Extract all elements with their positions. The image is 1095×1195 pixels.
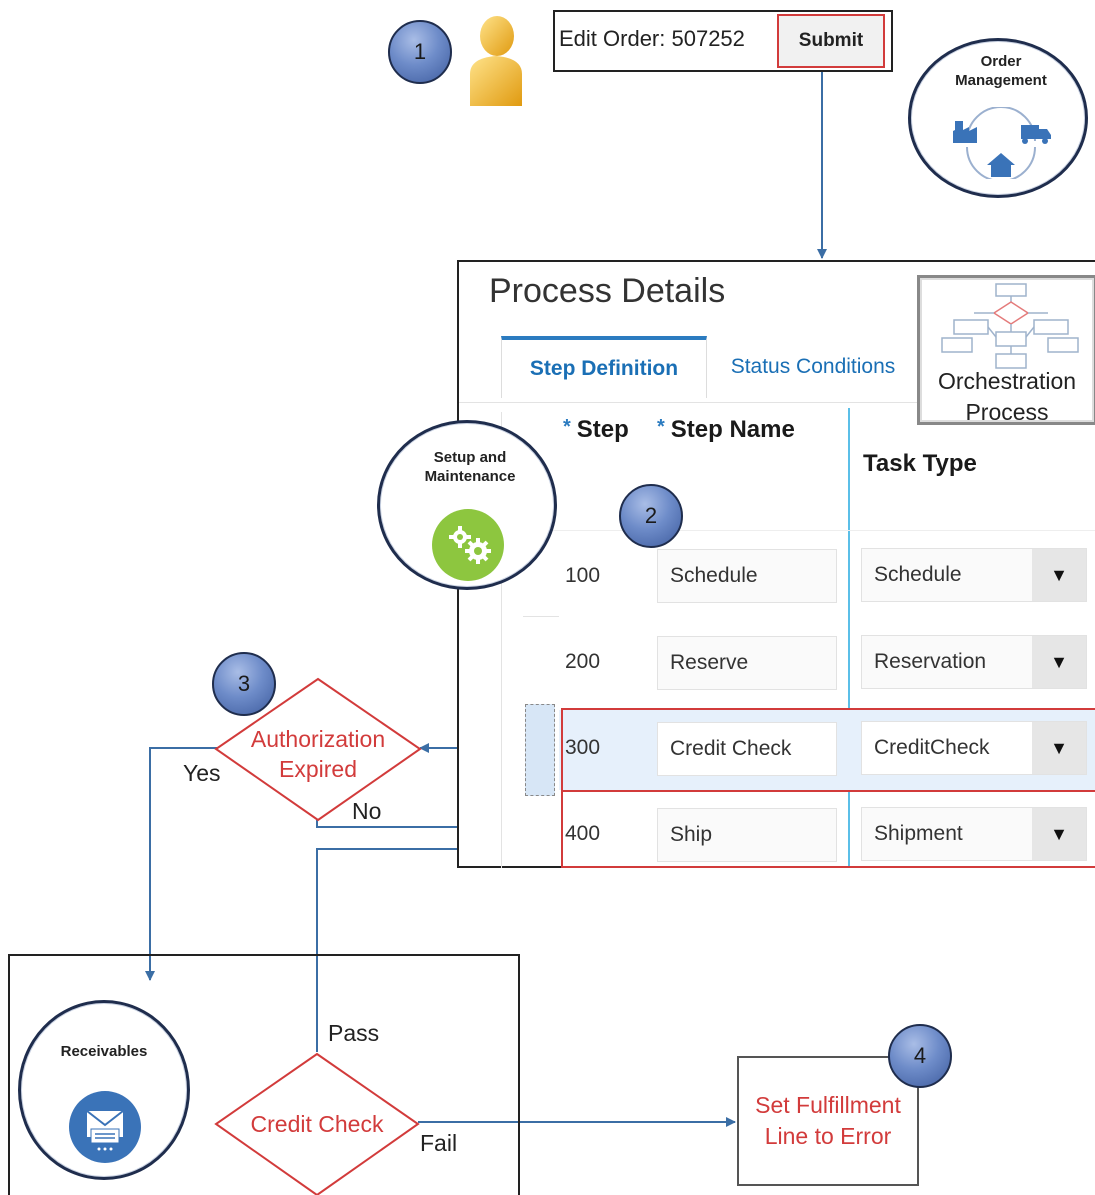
authorization-decision-diamond	[214, 677, 422, 822]
process-details-title: Process Details	[489, 272, 726, 310]
row-300-outline	[561, 708, 1095, 792]
row-step-300: 300	[565, 736, 601, 759]
task-type-select-200[interactable]: Reservation ▼	[861, 635, 1087, 689]
col-header-step: *Step	[563, 416, 629, 443]
flowchart-icon	[941, 283, 1079, 369]
row-selector-handle[interactable]	[525, 704, 555, 796]
edit-order-bar: Edit Order: 507252 Submit	[553, 10, 893, 72]
row-grid-line	[529, 530, 1095, 531]
no-label: No	[352, 798, 382, 824]
task-type-value-200: Reservation	[874, 650, 987, 673]
task-type-select-400[interactable]: Shipment ▼	[861, 807, 1087, 861]
order-management-badge: Order Management	[908, 38, 1088, 198]
step-4-bubble: 4	[888, 1024, 952, 1088]
tab-divider	[459, 402, 919, 403]
row-step-400: 400	[565, 822, 601, 845]
receivables-box	[8, 954, 520, 1195]
orchestration-process-box: Orchestration Process	[917, 275, 1095, 425]
orchestration-process-label: Orchestration Process	[937, 368, 1077, 426]
step-1-bubble: 1	[388, 20, 452, 84]
row-step-200: 200	[565, 650, 601, 673]
order-management-label: Order Management	[955, 53, 1047, 89]
col-header-step-name: *Step Name	[657, 416, 795, 443]
factory-truck-home-icon	[953, 107, 1051, 179]
row-step-100: 100	[565, 564, 601, 587]
chevron-down-icon[interactable]: ▼	[1032, 808, 1086, 860]
task-type-select-300[interactable]: CreditCheck ▼	[861, 721, 1087, 775]
chevron-down-icon[interactable]: ▼	[1032, 722, 1086, 774]
task-type-value-300: CreditCheck	[874, 736, 990, 759]
tab-status-conditions[interactable]: Status Conditions	[730, 355, 896, 378]
receivables-badge: Receivables	[18, 1000, 190, 1180]
fail-label: Fail	[420, 1130, 458, 1156]
credit-check-decision-diamond	[214, 1052, 420, 1195]
task-type-select-100[interactable]: Schedule ▼	[861, 548, 1087, 602]
row-400-outline	[561, 790, 1095, 868]
setup-maintenance-label: Setup and Maintenance	[424, 449, 516, 485]
receivables-label: Receivables	[60, 1043, 148, 1060]
step-2-bubble: 2	[619, 484, 683, 548]
user-icon	[470, 16, 522, 106]
task-type-value-100: Schedule	[874, 563, 962, 586]
step-name-field-200[interactable]: Reserve	[657, 636, 837, 690]
step-name-field-300[interactable]: Credit Check	[657, 722, 837, 776]
yes-label: Yes	[183, 760, 221, 786]
chevron-down-icon[interactable]: ▼	[1032, 636, 1086, 688]
left-gutter	[501, 412, 502, 868]
tab-step-definition[interactable]: Step Definition	[501, 336, 707, 398]
step-3-bubble: 3	[212, 652, 276, 716]
gears-icon	[432, 509, 504, 581]
left-gutter-rule	[523, 616, 559, 617]
column-separator	[848, 408, 850, 868]
task-type-value-400: Shipment	[874, 822, 963, 845]
set-fulfillment-error-box: Set Fulfillment Line to Error	[737, 1056, 919, 1186]
chevron-down-icon[interactable]: ▼	[1032, 549, 1086, 601]
authorization-expired-label: Authorization Expired	[250, 726, 386, 782]
credit-check-label: Credit Check	[250, 1111, 384, 1137]
step-name-field-400[interactable]: Ship	[657, 808, 837, 862]
edit-order-label: Edit Order: 507252	[559, 26, 745, 51]
pass-label: Pass	[328, 1020, 380, 1046]
setup-maintenance-badge: Setup and Maintenance	[377, 420, 557, 590]
step-name-field-100[interactable]: Schedule	[657, 549, 837, 603]
invoice-envelope-icon	[69, 1091, 141, 1163]
col-header-task-type: Task Type	[863, 450, 977, 477]
submit-button[interactable]: Submit	[777, 14, 885, 68]
